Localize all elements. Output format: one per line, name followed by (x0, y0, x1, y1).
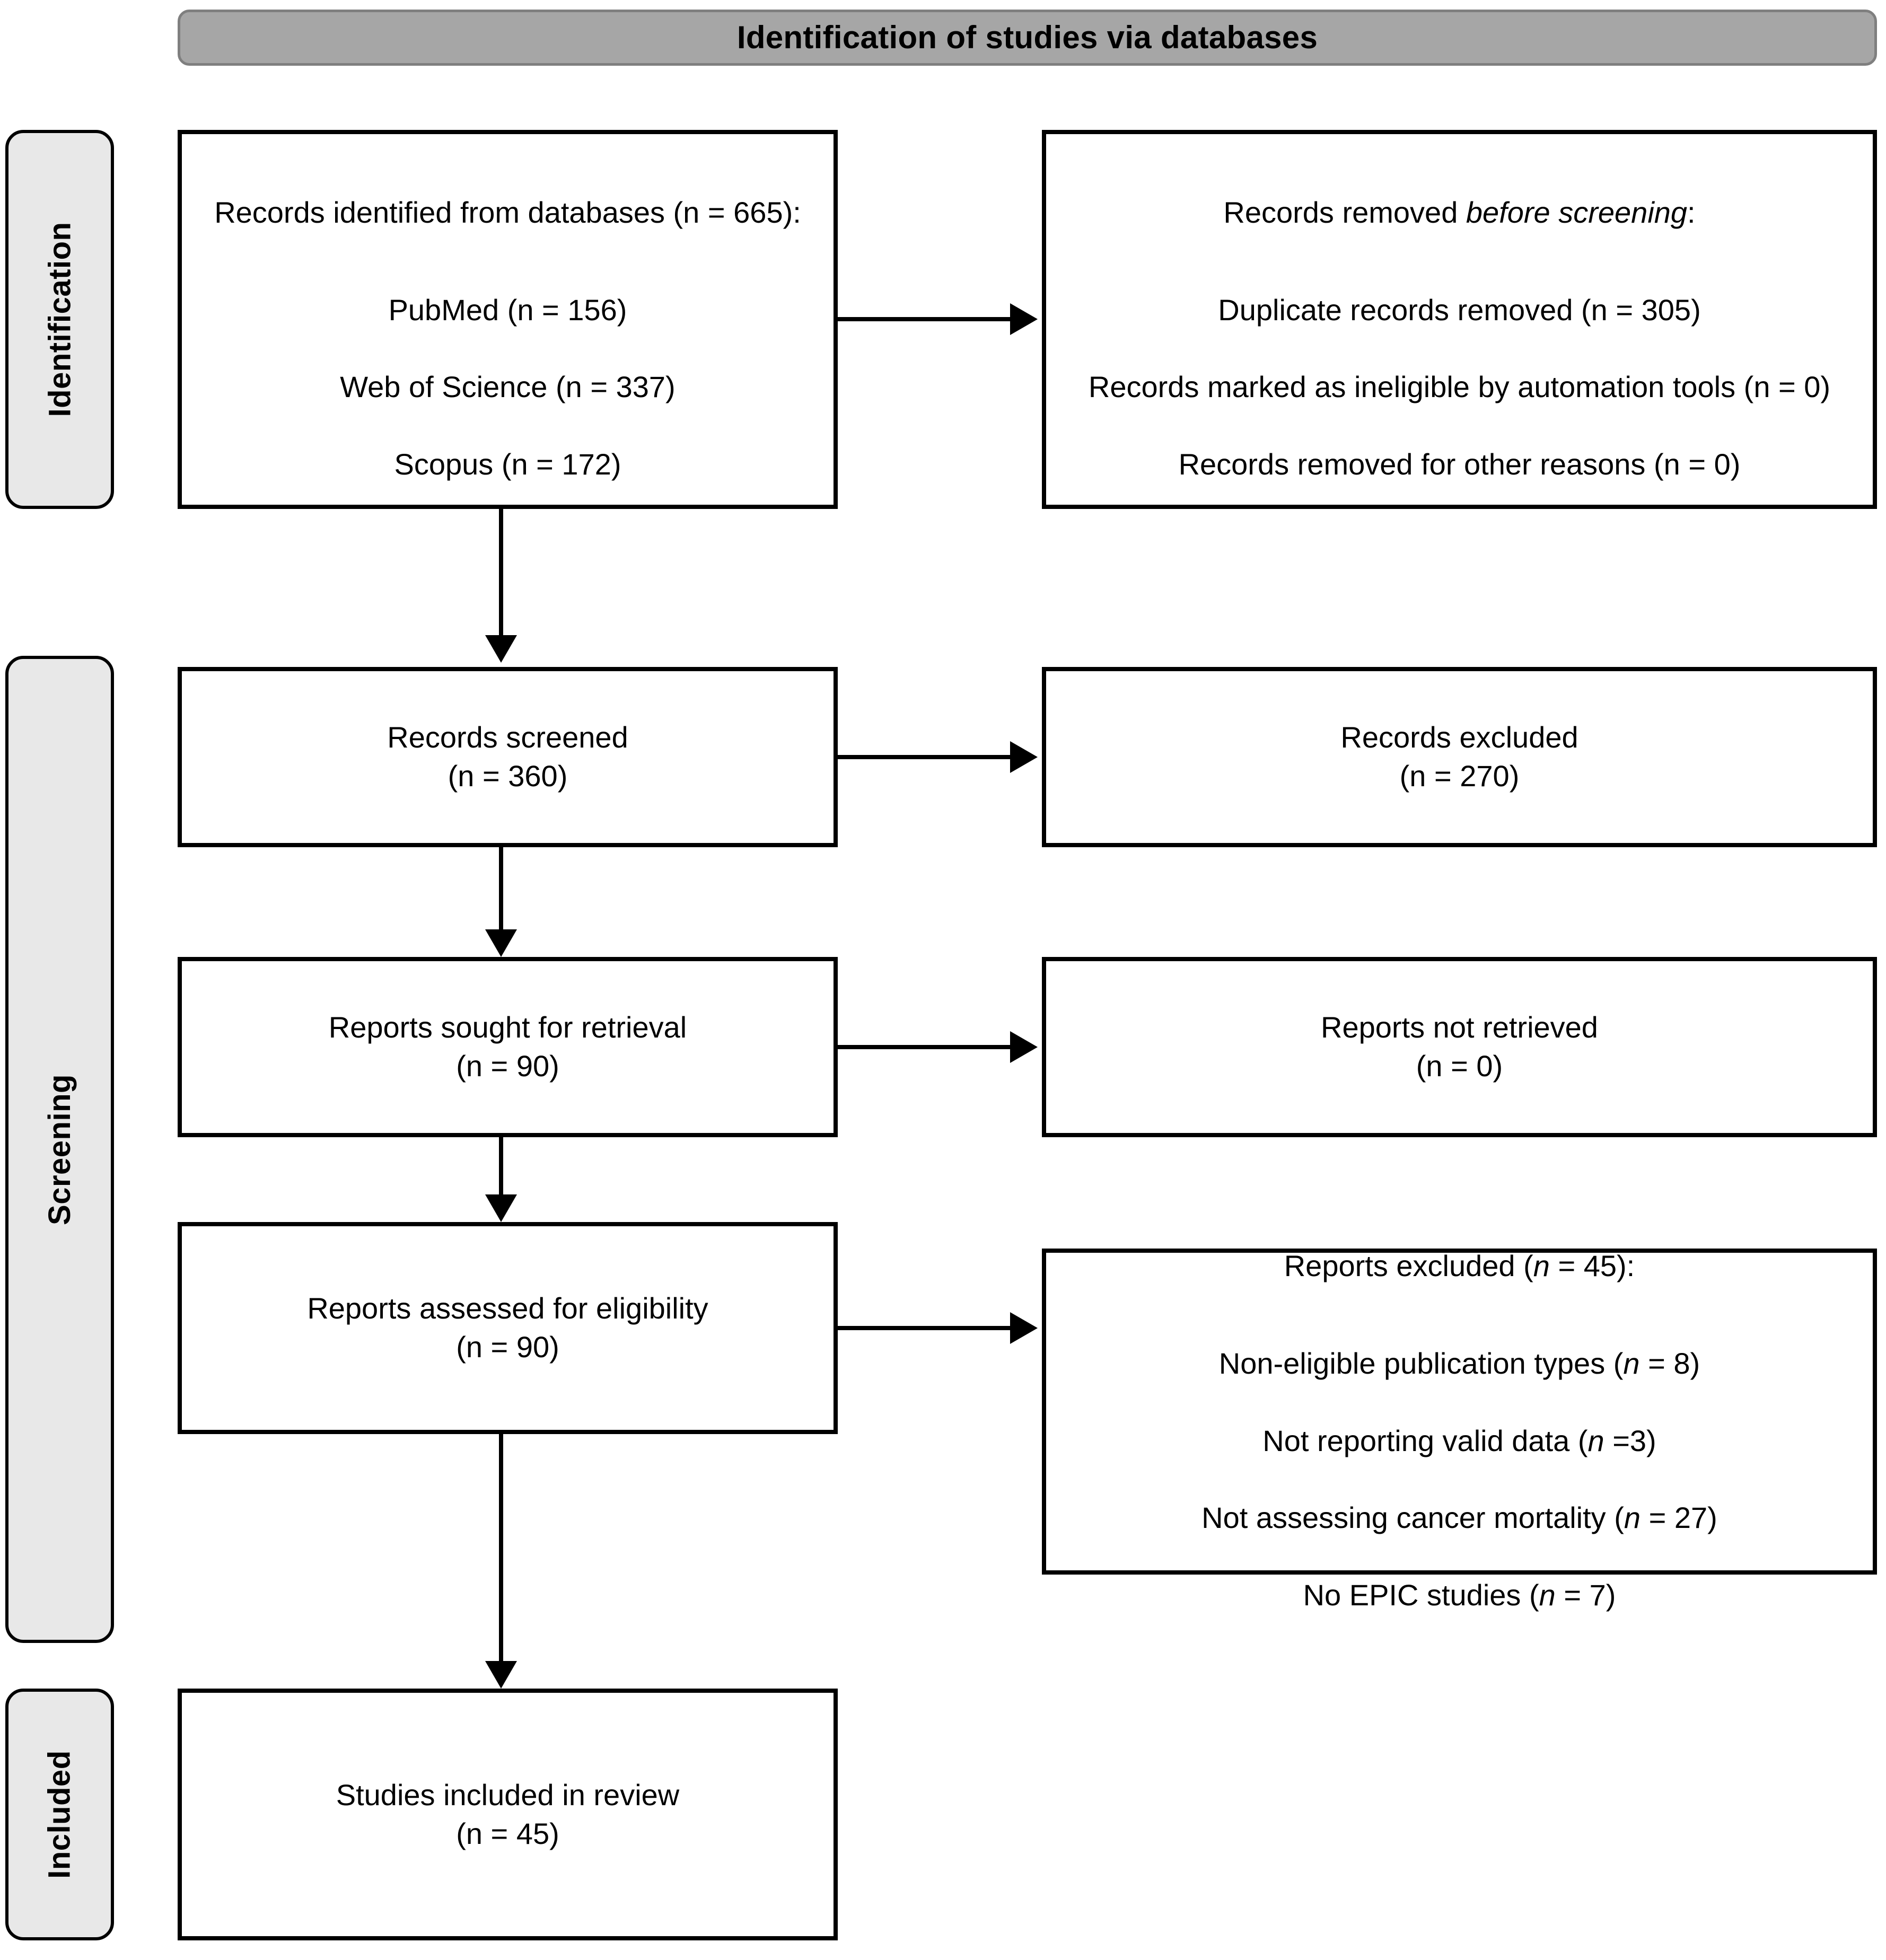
records-identified-line-2: Scopus (n = 172) (394, 447, 621, 481)
box-reports-assessed: Reports assessed for eligibility (n = 90… (178, 1222, 838, 1434)
reports-excluded-reason-1-label: Not reporting valid data ( (1262, 1423, 1588, 1457)
box-reports-not-retrieved-text: Reports not retrieved (n = 0) (1321, 1010, 1598, 1083)
reports-excluded-title-italic: n (1533, 1249, 1550, 1283)
box-records-removed: Records removed before screening: Duplic… (1042, 130, 1877, 509)
arrow-line (499, 847, 503, 929)
records-removed-line-0: Duplicate records removed (n = 305) (1218, 293, 1701, 327)
arrow-head (485, 1194, 517, 1222)
arrow-head (485, 635, 517, 663)
arrow-head (485, 929, 517, 957)
reports-excluded-reason-0-value: = 8) (1639, 1346, 1700, 1380)
arrow-line (838, 1045, 1010, 1049)
arrow-head (1010, 1031, 1038, 1063)
reports-excluded-title-tail: = 45): (1549, 1249, 1635, 1283)
reports-excluded-reason-2-label: Not assessing cancer mortality ( (1201, 1501, 1624, 1535)
records-removed-title-tail: : (1687, 196, 1696, 230)
stage-included: Included (5, 1689, 114, 1940)
box-reports-sought: Reports sought for retrieval (n = 90) (178, 957, 838, 1137)
arrow-line (499, 1137, 503, 1194)
reports-excluded-reason-1-value: =3) (1604, 1423, 1656, 1457)
box-records-identified: Records identified from databases (n = 6… (178, 130, 838, 509)
box-records-excluded-text: Records excluded (n = 270) (1340, 720, 1578, 793)
arrow-line (838, 755, 1010, 759)
box-records-screened-text: Records screened (n = 360) (387, 720, 628, 793)
reports-excluded-reason-2-n: n (1624, 1501, 1641, 1535)
records-identified-line-1: Web of Science (n = 337) (340, 370, 676, 404)
stage-label-included: Included (42, 1750, 77, 1879)
stage-label-identification: Identification (42, 222, 77, 417)
spacer (1089, 232, 1830, 252)
box-records-excluded: Records excluded (n = 270) (1042, 667, 1877, 847)
reports-excluded-reason-1-n: n (1587, 1423, 1604, 1457)
stage-identification: Identification (5, 130, 114, 509)
box-reports-excluded-text: Reports excluded (n = 45): Non-eligible … (1201, 1209, 1717, 1615)
arrow-line (838, 317, 1010, 321)
arrow-line (499, 1434, 503, 1661)
box-records-removed-text: Records removed before screening: Duplic… (1089, 155, 1830, 484)
reports-excluded-reason-3-value: = 7) (1555, 1578, 1616, 1612)
stage-label-screening: Screening (42, 1074, 77, 1225)
records-removed-line-2: Records removed for other reasons (n = 0… (1178, 447, 1741, 481)
arrow-head (1010, 1312, 1038, 1344)
arrow-head (1010, 303, 1038, 335)
identification-banner: Identification of studies via databases (178, 10, 1877, 66)
reports-excluded-reason-0-label: Non-eligible publication types ( (1218, 1346, 1624, 1380)
records-identified-title: Records identified from databases (n = 6… (214, 196, 801, 230)
spacer (1201, 1286, 1717, 1306)
reports-excluded-reason-3-label: No EPIC studies ( (1303, 1578, 1539, 1612)
box-studies-included-text: Studies included in review (n = 45) (336, 1778, 680, 1850)
box-reports-assessed-text: Reports assessed for eligibility (n = 90… (307, 1291, 708, 1364)
box-reports-not-retrieved: Reports not retrieved (n = 0) (1042, 957, 1877, 1137)
records-removed-title-plain: Records removed (1223, 196, 1466, 230)
box-records-screened: Records screened (n = 360) (178, 667, 838, 847)
records-removed-title-italic: before screening (1466, 196, 1688, 230)
records-removed-line-1: Records marked as ineligible by automati… (1088, 370, 1831, 404)
arrow-head (1010, 741, 1038, 773)
reports-excluded-title-plain: Reports excluded ( (1284, 1249, 1533, 1283)
banner-title: Identification of studies via databases (736, 20, 1318, 55)
records-identified-line-0: PubMed (n = 156) (388, 293, 627, 327)
spacer (214, 232, 801, 252)
box-reports-sought-text: Reports sought for retrieval (n = 90) (328, 1010, 687, 1083)
arrow-head (485, 1661, 517, 1689)
box-studies-included: Studies included in review (n = 45) (178, 1689, 838, 1940)
box-reports-excluded: Reports excluded (n = 45): Non-eligible … (1042, 1249, 1877, 1612)
reports-excluded-reason-0-n: n (1623, 1346, 1640, 1380)
reports-excluded-reason-3-n: n (1539, 1578, 1556, 1612)
arrow-line (499, 509, 503, 635)
stage-screening: Screening (5, 656, 114, 1643)
reports-excluded-reason-2-value: = 27) (1641, 1501, 1717, 1535)
box-records-identified-text: Records identified from databases (n = 6… (214, 155, 801, 484)
arrow-line (838, 1326, 1010, 1330)
